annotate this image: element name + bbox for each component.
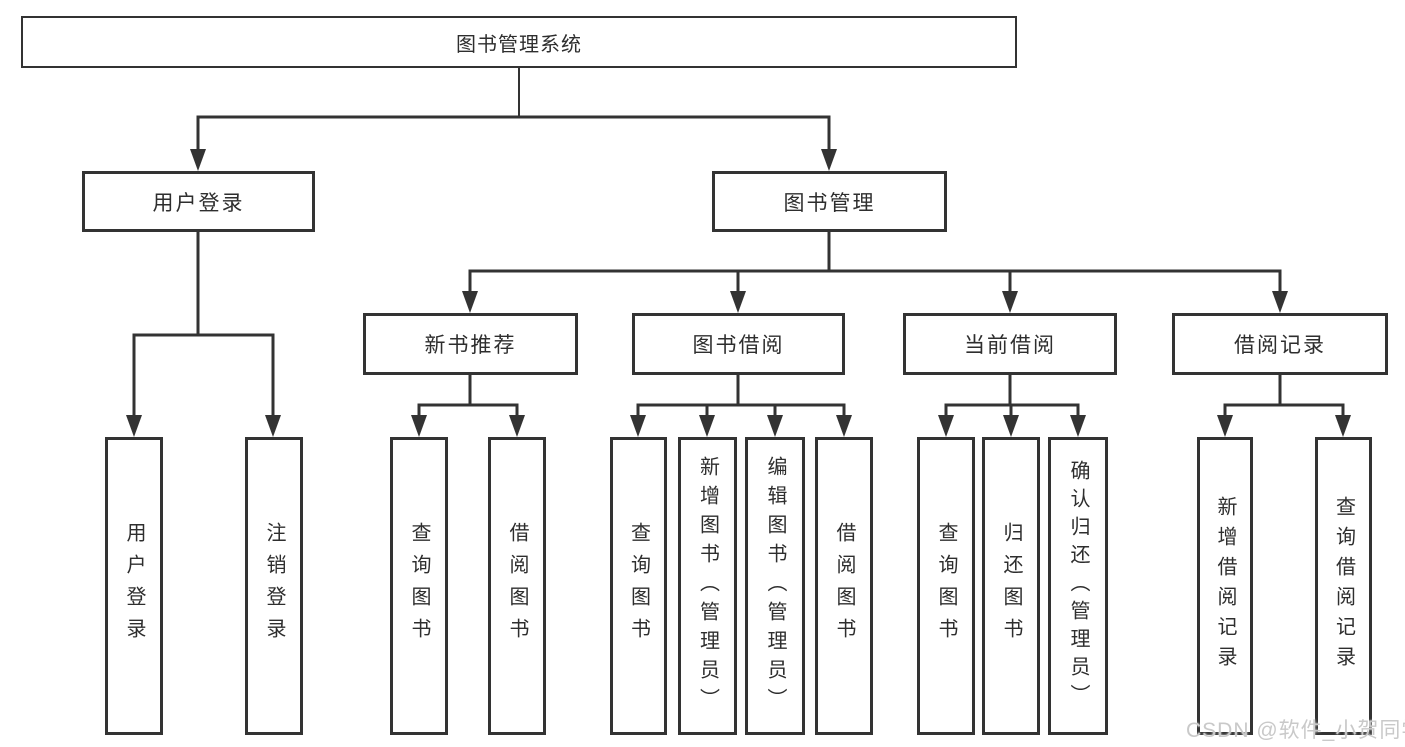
node-label: 编辑图书（管理员）	[764, 455, 786, 717]
node-label: 查询图书	[935, 522, 957, 650]
leaf-confirm-return-admin: 确认归还（管理员）	[1048, 437, 1108, 735]
node-label: 图书管理	[783, 191, 876, 215]
csdn-watermark: CSDN @软件_小贺同学	[1186, 719, 1405, 742]
leaf-add-borrow-record: 新增借阅记录	[1197, 437, 1253, 735]
node-user-login: 用户登录	[82, 171, 315, 232]
leaf-edit-book-admin: 编辑图书（管理员）	[745, 437, 805, 735]
node-label: 查询图书	[627, 522, 650, 650]
leaf-query-books-borrowing: 查询图书	[610, 437, 667, 735]
node-label: 归还图书	[1000, 522, 1022, 650]
node-label: 注销登录	[263, 522, 285, 650]
leaf-query-books-recommend: 查询图书	[390, 437, 448, 735]
node-label: 确认归还（管理员）	[1067, 460, 1089, 712]
node-label: 用户登录	[152, 191, 245, 215]
arrowhead-icons	[126, 149, 1351, 437]
leaf-borrow-books-recommend: 借阅图书	[488, 437, 546, 735]
node-root-system: 图书管理系统	[21, 16, 1017, 68]
leaf-borrow-book: 借阅图书	[815, 437, 873, 735]
node-label: 当前借阅	[964, 334, 1056, 357]
leaf-query-books-current: 查询图书	[917, 437, 975, 735]
node-label: 图书管理系统	[456, 33, 582, 56]
leaf-user-login: 用户登录	[105, 437, 163, 735]
node-label: 查询借阅记录	[1332, 496, 1355, 676]
node-label: 借阅图书	[506, 522, 528, 650]
node-label: 借阅记录	[1234, 334, 1326, 357]
leaf-query-borrow-record: 查询借阅记录	[1315, 437, 1372, 735]
node-label: 新增图书（管理员）	[696, 455, 719, 717]
leaf-return-book: 归还图书	[982, 437, 1040, 735]
node-label: 借阅图书	[833, 522, 855, 650]
node-label: 新书推荐	[424, 334, 517, 357]
node-label: 用户登录	[123, 522, 145, 650]
node-label: 查询图书	[408, 522, 430, 650]
node-borrowing-records: 借阅记录	[1172, 313, 1388, 375]
node-new-book-recommend: 新书推荐	[363, 313, 578, 375]
node-book-borrowing: 图书借阅	[632, 313, 845, 375]
node-label: 图书借阅	[692, 334, 785, 357]
leaf-add-book-admin: 新增图书（管理员）	[678, 437, 737, 735]
node-book-management: 图书管理	[712, 171, 947, 232]
node-current-borrowing: 当前借阅	[903, 313, 1117, 375]
leaf-logout-login: 注销登录	[245, 437, 303, 735]
node-label: 新增借阅记录	[1214, 496, 1236, 676]
